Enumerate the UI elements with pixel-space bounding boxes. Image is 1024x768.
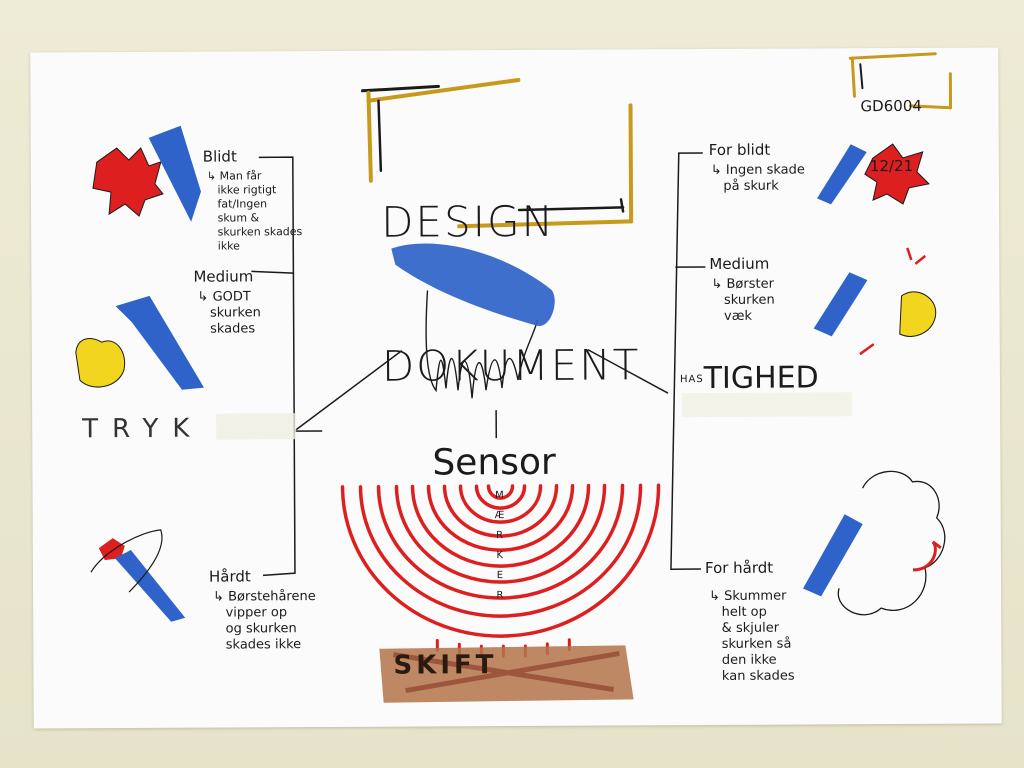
connector-lines	[293, 348, 669, 439]
skift-label: SKIFT	[393, 650, 498, 681]
poster-sheet: GD6004 12/21 DESIGN DOKUMENT Blidt ↳ Man…	[30, 47, 1002, 729]
poster-drawings	[75, 52, 953, 703]
left-medium-icon	[75, 295, 204, 390]
right-haardt-label: For hårdt	[704, 558, 774, 578]
sensor-waves	[340, 483, 661, 638]
right-haardt-text: ↳ Skummer helt op & skjuler skurken så d…	[709, 588, 795, 684]
code-frame	[848, 52, 953, 110]
course-code: GD6004 12/21	[860, 56, 922, 216]
tape-right	[682, 392, 853, 418]
left-medium-text: ↳ GODT skurken skades	[197, 289, 261, 337]
page-title: DESIGN DOKUMENT	[381, 101, 641, 486]
left-tree	[251, 156, 323, 577]
left-blidt-text: ↳ Man får ikke rigtigt fat/Ingen skum & …	[206, 169, 303, 253]
course-code-date: 12/21	[869, 156, 914, 176]
right-blidt-label: For blidt	[708, 140, 771, 159]
title-frame	[360, 77, 634, 229]
tape-left	[216, 413, 297, 440]
hastighed-big: TIGHED	[703, 360, 819, 397]
right-medium-text: ↳ Børster skurken væk	[711, 276, 775, 324]
course-code-id: GD6004	[860, 96, 922, 116]
left-medium-label: Medium	[193, 267, 254, 286]
maerker-label: M Æ R K E R	[494, 490, 505, 602]
right-blidt-icon	[817, 143, 930, 205]
left-blidt-icon	[92, 125, 201, 222]
title-line-1: DESIGN	[381, 196, 556, 247]
right-medium-label: Medium	[709, 254, 770, 273]
right-medium-icon	[813, 247, 937, 356]
right-haardt-icon	[803, 470, 946, 616]
hastighed-small: HAS	[679, 374, 704, 386]
sensor-label: Sensor	[432, 441, 556, 484]
left-blidt-label: Blidt	[202, 147, 237, 166]
central-brush-bristles	[391, 243, 555, 326]
left-haardt-text: ↳ Børstehårene vipper op og skurken skad…	[213, 589, 316, 653]
hastighed-label: HASTIGHED	[680, 360, 819, 396]
tryk-label: TRYK	[82, 413, 204, 445]
right-blidt-text: ↳ Ingen skade på skurk	[710, 162, 805, 194]
central-brush	[425, 290, 539, 399]
right-tree	[670, 152, 706, 570]
title-line-2: DOKUMENT	[381, 340, 641, 391]
skift-tape	[379, 645, 634, 703]
left-haardt-label: Hårdt	[208, 567, 251, 586]
left-haardt-icon	[90, 529, 186, 622]
